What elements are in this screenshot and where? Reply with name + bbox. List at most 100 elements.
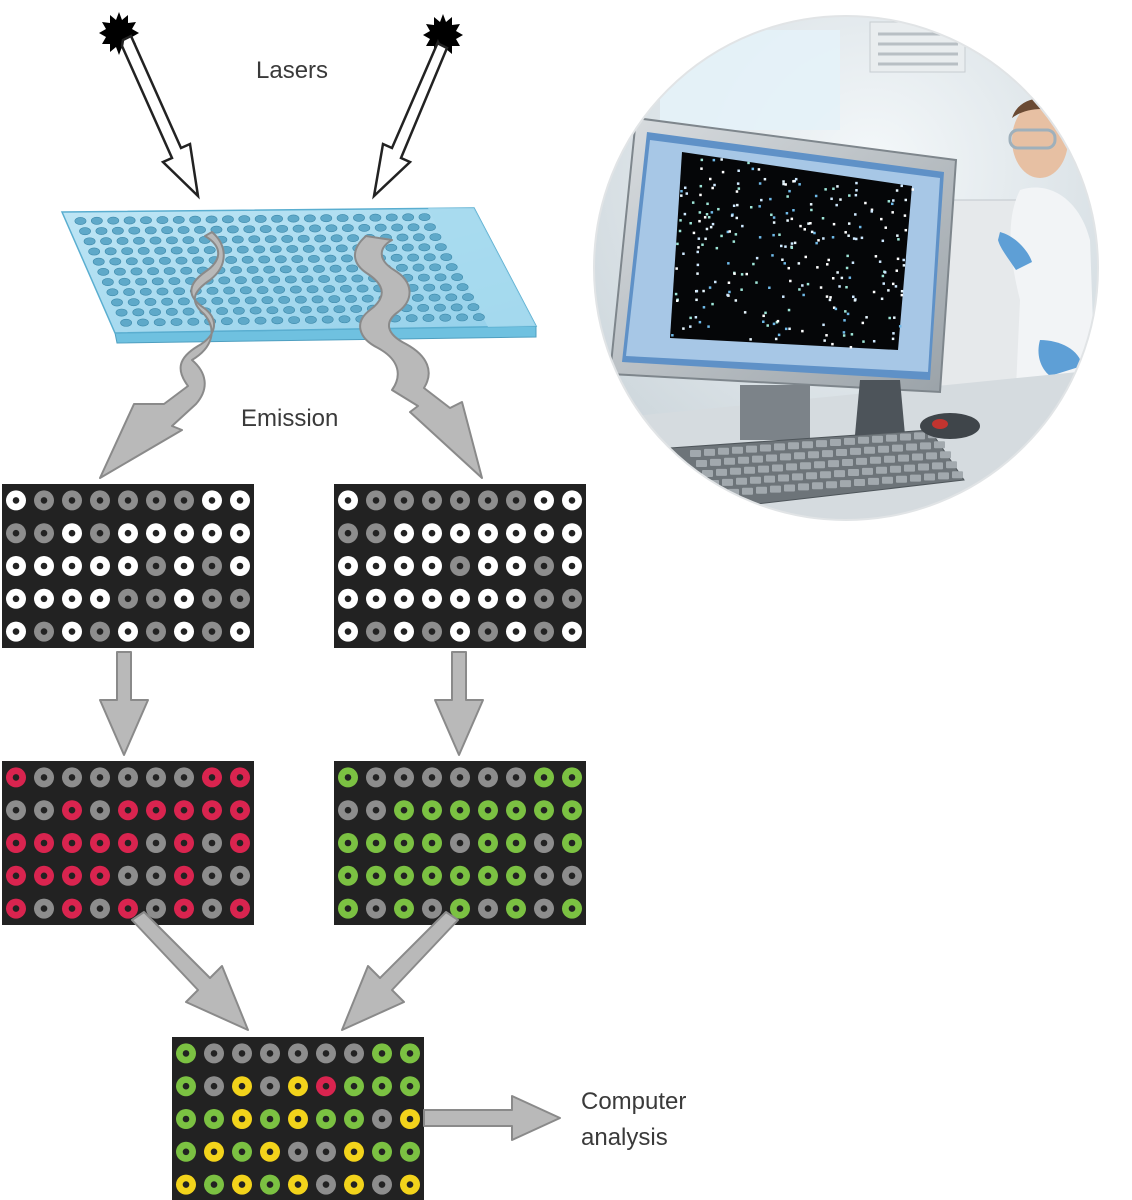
keyboard-key	[814, 461, 825, 469]
array-spot-center	[322, 1115, 330, 1123]
slide-well	[236, 245, 249, 254]
screen-speck	[902, 258, 905, 262]
slide-well	[161, 297, 174, 306]
screen-speck	[674, 292, 678, 296]
array-spot-center	[350, 1050, 358, 1057]
screen-speck	[790, 242, 794, 245]
slide-well	[334, 274, 347, 283]
screen-speck	[797, 262, 801, 265]
array-spot-center	[124, 595, 132, 603]
array-spot-center	[208, 628, 216, 635]
array-spot-center	[180, 529, 188, 537]
keyboard-key	[784, 484, 795, 492]
screen-speck	[776, 319, 780, 323]
screen-speck	[683, 212, 687, 216]
keyboard-key	[938, 472, 949, 480]
slide-well	[268, 275, 281, 284]
screen-speck	[904, 198, 908, 202]
screen-speck	[887, 289, 890, 292]
keyboard-key	[788, 442, 799, 450]
array-spot-center	[350, 1148, 358, 1156]
keyboard-key	[848, 469, 859, 476]
screen-speck	[784, 183, 787, 186]
slide-well	[347, 234, 359, 243]
array-spot-center	[238, 1181, 246, 1188]
array-spot-center	[456, 839, 464, 847]
array-spot-center	[428, 806, 436, 814]
screen-speck	[853, 299, 857, 302]
slide-well	[287, 214, 300, 223]
analysis-arrow	[423, 1095, 561, 1141]
array-spot-center	[180, 595, 188, 603]
screen-speck	[896, 257, 900, 261]
screen-speck	[708, 286, 712, 289]
array-spot-center	[182, 1115, 190, 1123]
slide-well	[222, 215, 234, 224]
array-spot-center	[322, 1082, 330, 1090]
slide-well	[83, 237, 96, 246]
slide-well	[358, 223, 371, 232]
screen-speck	[700, 158, 704, 162]
screen-speck	[870, 208, 874, 212]
array-spot-center	[68, 872, 76, 880]
slide-well	[142, 257, 155, 265]
screen-speck	[895, 189, 899, 192]
screen-speck	[697, 246, 700, 249]
slide-well	[88, 247, 101, 256]
screen-speck	[730, 214, 734, 217]
array-spot-center	[378, 1082, 386, 1090]
slide-well	[323, 285, 336, 293]
screen-speck	[763, 177, 767, 181]
slide-well	[276, 224, 289, 233]
array-spot-center	[236, 905, 244, 912]
array-spot-center	[40, 839, 48, 847]
slide-well	[391, 223, 404, 232]
slide-well	[187, 317, 200, 326]
slide-well	[125, 257, 138, 266]
array-spot-center	[372, 595, 380, 603]
screen-speck	[678, 229, 682, 233]
slide-well	[274, 255, 287, 264]
slide-well	[299, 305, 312, 314]
screen-speck	[860, 236, 864, 240]
screen-speck	[751, 167, 755, 171]
slide-well	[137, 318, 149, 327]
array-spot-center	[96, 806, 104, 814]
array-spot-center	[400, 774, 408, 781]
screen-speck	[835, 203, 838, 207]
array-spot-center	[372, 529, 380, 537]
merged-panel	[172, 1037, 424, 1200]
screen-speck	[728, 230, 731, 233]
screen-speck	[828, 298, 832, 302]
array-spot-center	[484, 497, 492, 504]
down-arrow-right	[434, 651, 484, 756]
slide-well	[429, 233, 442, 242]
screen-speck	[900, 289, 904, 293]
slide-well	[294, 295, 307, 304]
array-spot-center	[428, 905, 436, 912]
array-spot-center	[208, 529, 216, 537]
array-spot-center	[512, 628, 520, 635]
keyboard-key	[758, 465, 769, 473]
screen-speck	[831, 236, 835, 239]
screen-speck	[849, 345, 853, 349]
slide-well	[422, 314, 435, 322]
screen-speck	[903, 214, 907, 217]
slide-well	[210, 225, 223, 234]
array-spot-center	[68, 628, 76, 635]
slide-well	[335, 244, 348, 253]
keyboard-key	[920, 442, 931, 450]
screen-speck	[798, 183, 801, 186]
slide-well	[241, 255, 254, 264]
slide-well	[450, 303, 463, 312]
array-spot-center	[152, 497, 160, 504]
screen-speck	[832, 222, 836, 226]
screen-speck	[755, 256, 759, 260]
screen-speck	[822, 323, 825, 327]
slide-well	[239, 286, 252, 295]
keyboard-key	[932, 462, 943, 470]
screen-speck	[779, 244, 783, 248]
screen-speck	[689, 221, 692, 225]
array-spot-center	[40, 562, 48, 570]
screen-speck	[726, 293, 729, 297]
